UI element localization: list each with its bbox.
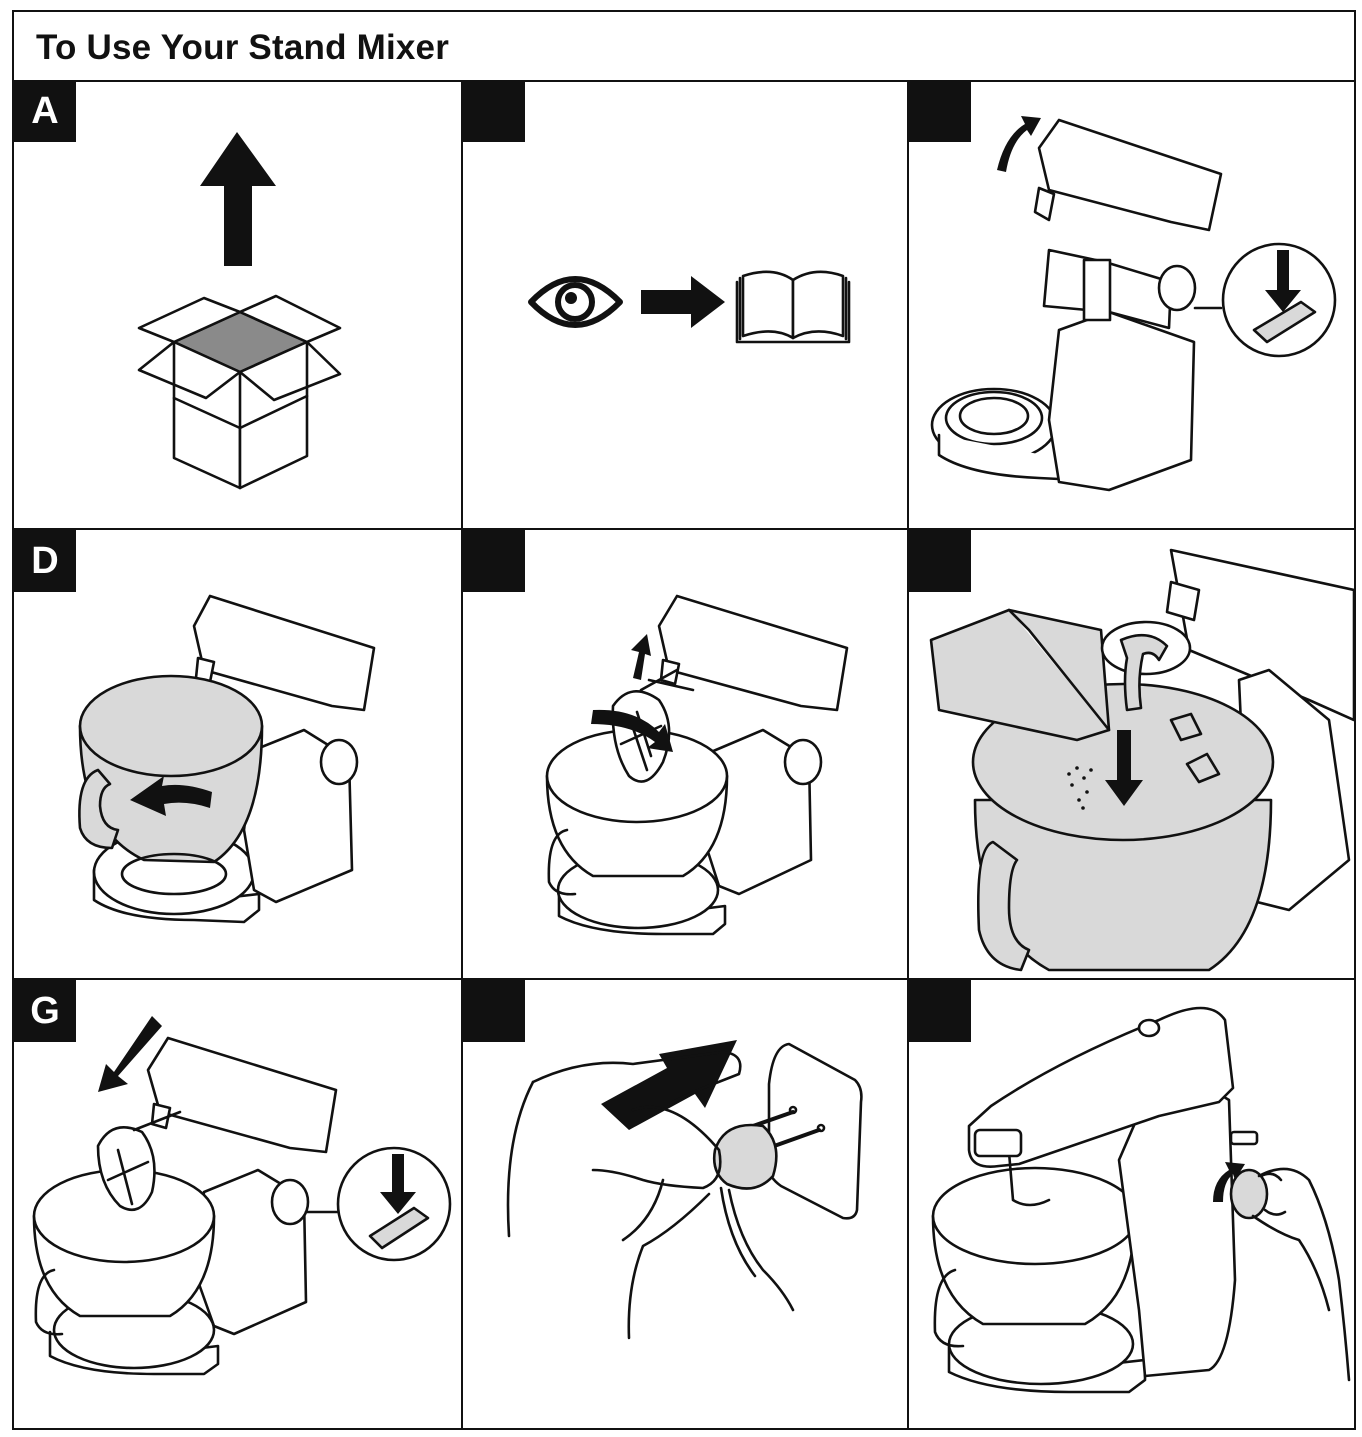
step-badge-i	[909, 980, 971, 1042]
step-panel-c	[909, 80, 1354, 530]
step-panel-e	[463, 530, 909, 980]
step-panel-f	[909, 530, 1354, 980]
add-ingredients-icon	[929, 548, 1354, 972]
step-badge-h	[463, 980, 525, 1042]
unpack-box-icon	[137, 132, 342, 490]
read-manual-icon	[528, 270, 851, 344]
raise-head-icon	[930, 116, 1337, 492]
instruction-sheet: To Use Your Stand Mixer A	[12, 10, 1356, 1430]
fit-tool-icon	[545, 594, 849, 936]
step-panel-i	[909, 980, 1354, 1428]
fit-bowl-icon	[78, 594, 376, 924]
step-badge-b	[463, 80, 525, 142]
title-bar: To Use Your Stand Mixer	[14, 12, 1354, 82]
step-badge-e	[463, 530, 525, 592]
step-badge-a: A	[14, 80, 76, 142]
step-panel-h	[463, 980, 909, 1428]
step-panel-b	[463, 80, 909, 530]
lower-head-icon	[32, 1016, 452, 1376]
step-badge-c	[909, 80, 971, 142]
step-badge-g: G	[14, 980, 76, 1042]
step-grid: A	[14, 80, 1354, 1428]
step-panel-d: D	[14, 530, 463, 980]
page-title: To Use Your Stand Mixer	[36, 28, 450, 67]
step-badge-d: D	[14, 530, 76, 592]
plug-in-icon	[506, 1040, 863, 1340]
step-panel-g: G	[14, 980, 463, 1428]
step-badge-f	[909, 530, 971, 592]
turn-on-icon	[931, 1006, 1351, 1394]
step-panel-a: A	[14, 80, 463, 530]
